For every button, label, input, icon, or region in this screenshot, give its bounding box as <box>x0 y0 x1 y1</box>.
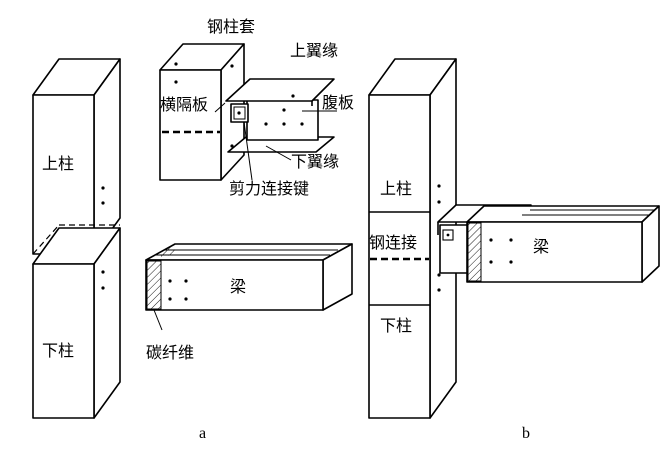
caption-b: b <box>522 425 530 442</box>
label-top-flange: 上翼缘 <box>290 41 338 60</box>
label-bottom-flange: 下翼缘 <box>291 152 339 171</box>
label-steel-sleeve: 钢柱套 <box>207 17 255 36</box>
label-web: 腹板 <box>322 93 354 112</box>
label-carbon-fiber: 碳纤维 <box>146 343 194 362</box>
caption-a: a <box>199 425 206 442</box>
upper-column-a <box>32 58 121 255</box>
label-upper-column-a: 上柱 <box>42 154 74 173</box>
label-shear-key: 剪力连接键 <box>229 179 309 198</box>
label-lower-column-a: 下柱 <box>42 341 74 360</box>
labels: 钢柱套 上翼缘 横隔板 腹板 下翼缘 剪力连接键 上柱 下柱 梁 碳纤维 上柱 … <box>42 17 549 442</box>
column-b <box>368 58 457 419</box>
steel-stub-beam <box>225 78 335 153</box>
label-upper-column-b: 上柱 <box>380 179 412 198</box>
label-beam-a: 梁 <box>230 277 246 296</box>
beam-a <box>145 243 353 331</box>
label-beam-b: 梁 <box>533 237 549 256</box>
label-diaphragm: 横隔板 <box>160 95 208 114</box>
beam-b <box>466 205 660 283</box>
label-lower-column-b: 下柱 <box>380 316 412 335</box>
leader-lines-a <box>214 102 337 181</box>
label-steel-connection: 钢连接 <box>369 233 417 252</box>
lower-column-a <box>32 227 121 419</box>
